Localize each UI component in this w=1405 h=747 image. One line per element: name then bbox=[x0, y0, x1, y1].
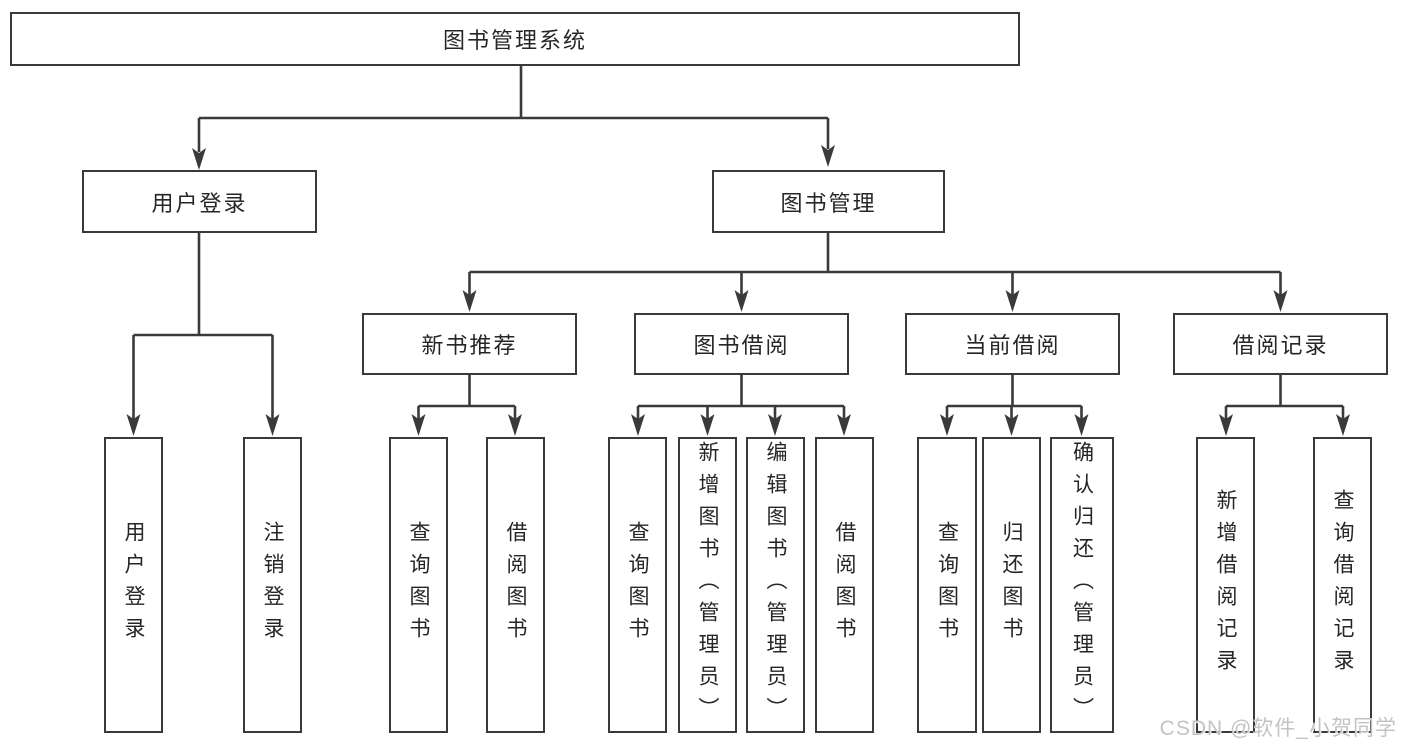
leaf-add-book-admin: 新增图书（管理员） bbox=[678, 437, 737, 733]
node-borrow-records: 借阅记录 bbox=[1173, 313, 1388, 375]
leaf-query-books-recommend: 查询图书 bbox=[389, 437, 448, 733]
node-current-borrow: 当前借阅 bbox=[905, 313, 1120, 375]
leaf-user-login: 用户登录 bbox=[104, 437, 163, 733]
leaf-logout: 注销登录 bbox=[243, 437, 302, 733]
watermark: CSDN @软件_小贺同学 bbox=[1159, 717, 1397, 740]
node-book-borrow: 图书借阅 bbox=[634, 313, 849, 375]
leaf-query-books-current: 查询图书 bbox=[917, 437, 977, 733]
leaf-query-books-borrow: 查询图书 bbox=[608, 437, 667, 733]
leaf-add-borrow-record: 新增借阅记录 bbox=[1196, 437, 1255, 733]
leaf-borrow-books: 借阅图书 bbox=[815, 437, 874, 733]
leaf-borrow-books-recommend: 借阅图书 bbox=[486, 437, 545, 733]
leaf-edit-book-admin: 编辑图书（管理员） bbox=[746, 437, 805, 733]
leaf-confirm-return-admin: 确认归还（管理员） bbox=[1050, 437, 1114, 733]
root-node: 图书管理系统 bbox=[10, 12, 1020, 66]
node-new-book-recommend: 新书推荐 bbox=[362, 313, 577, 375]
leaf-query-borrow-record: 查询借阅记录 bbox=[1313, 437, 1372, 733]
node-user-login-branch: 用户登录 bbox=[82, 170, 317, 233]
node-book-management: 图书管理 bbox=[712, 170, 945, 233]
leaf-return-book: 归还图书 bbox=[982, 437, 1041, 733]
